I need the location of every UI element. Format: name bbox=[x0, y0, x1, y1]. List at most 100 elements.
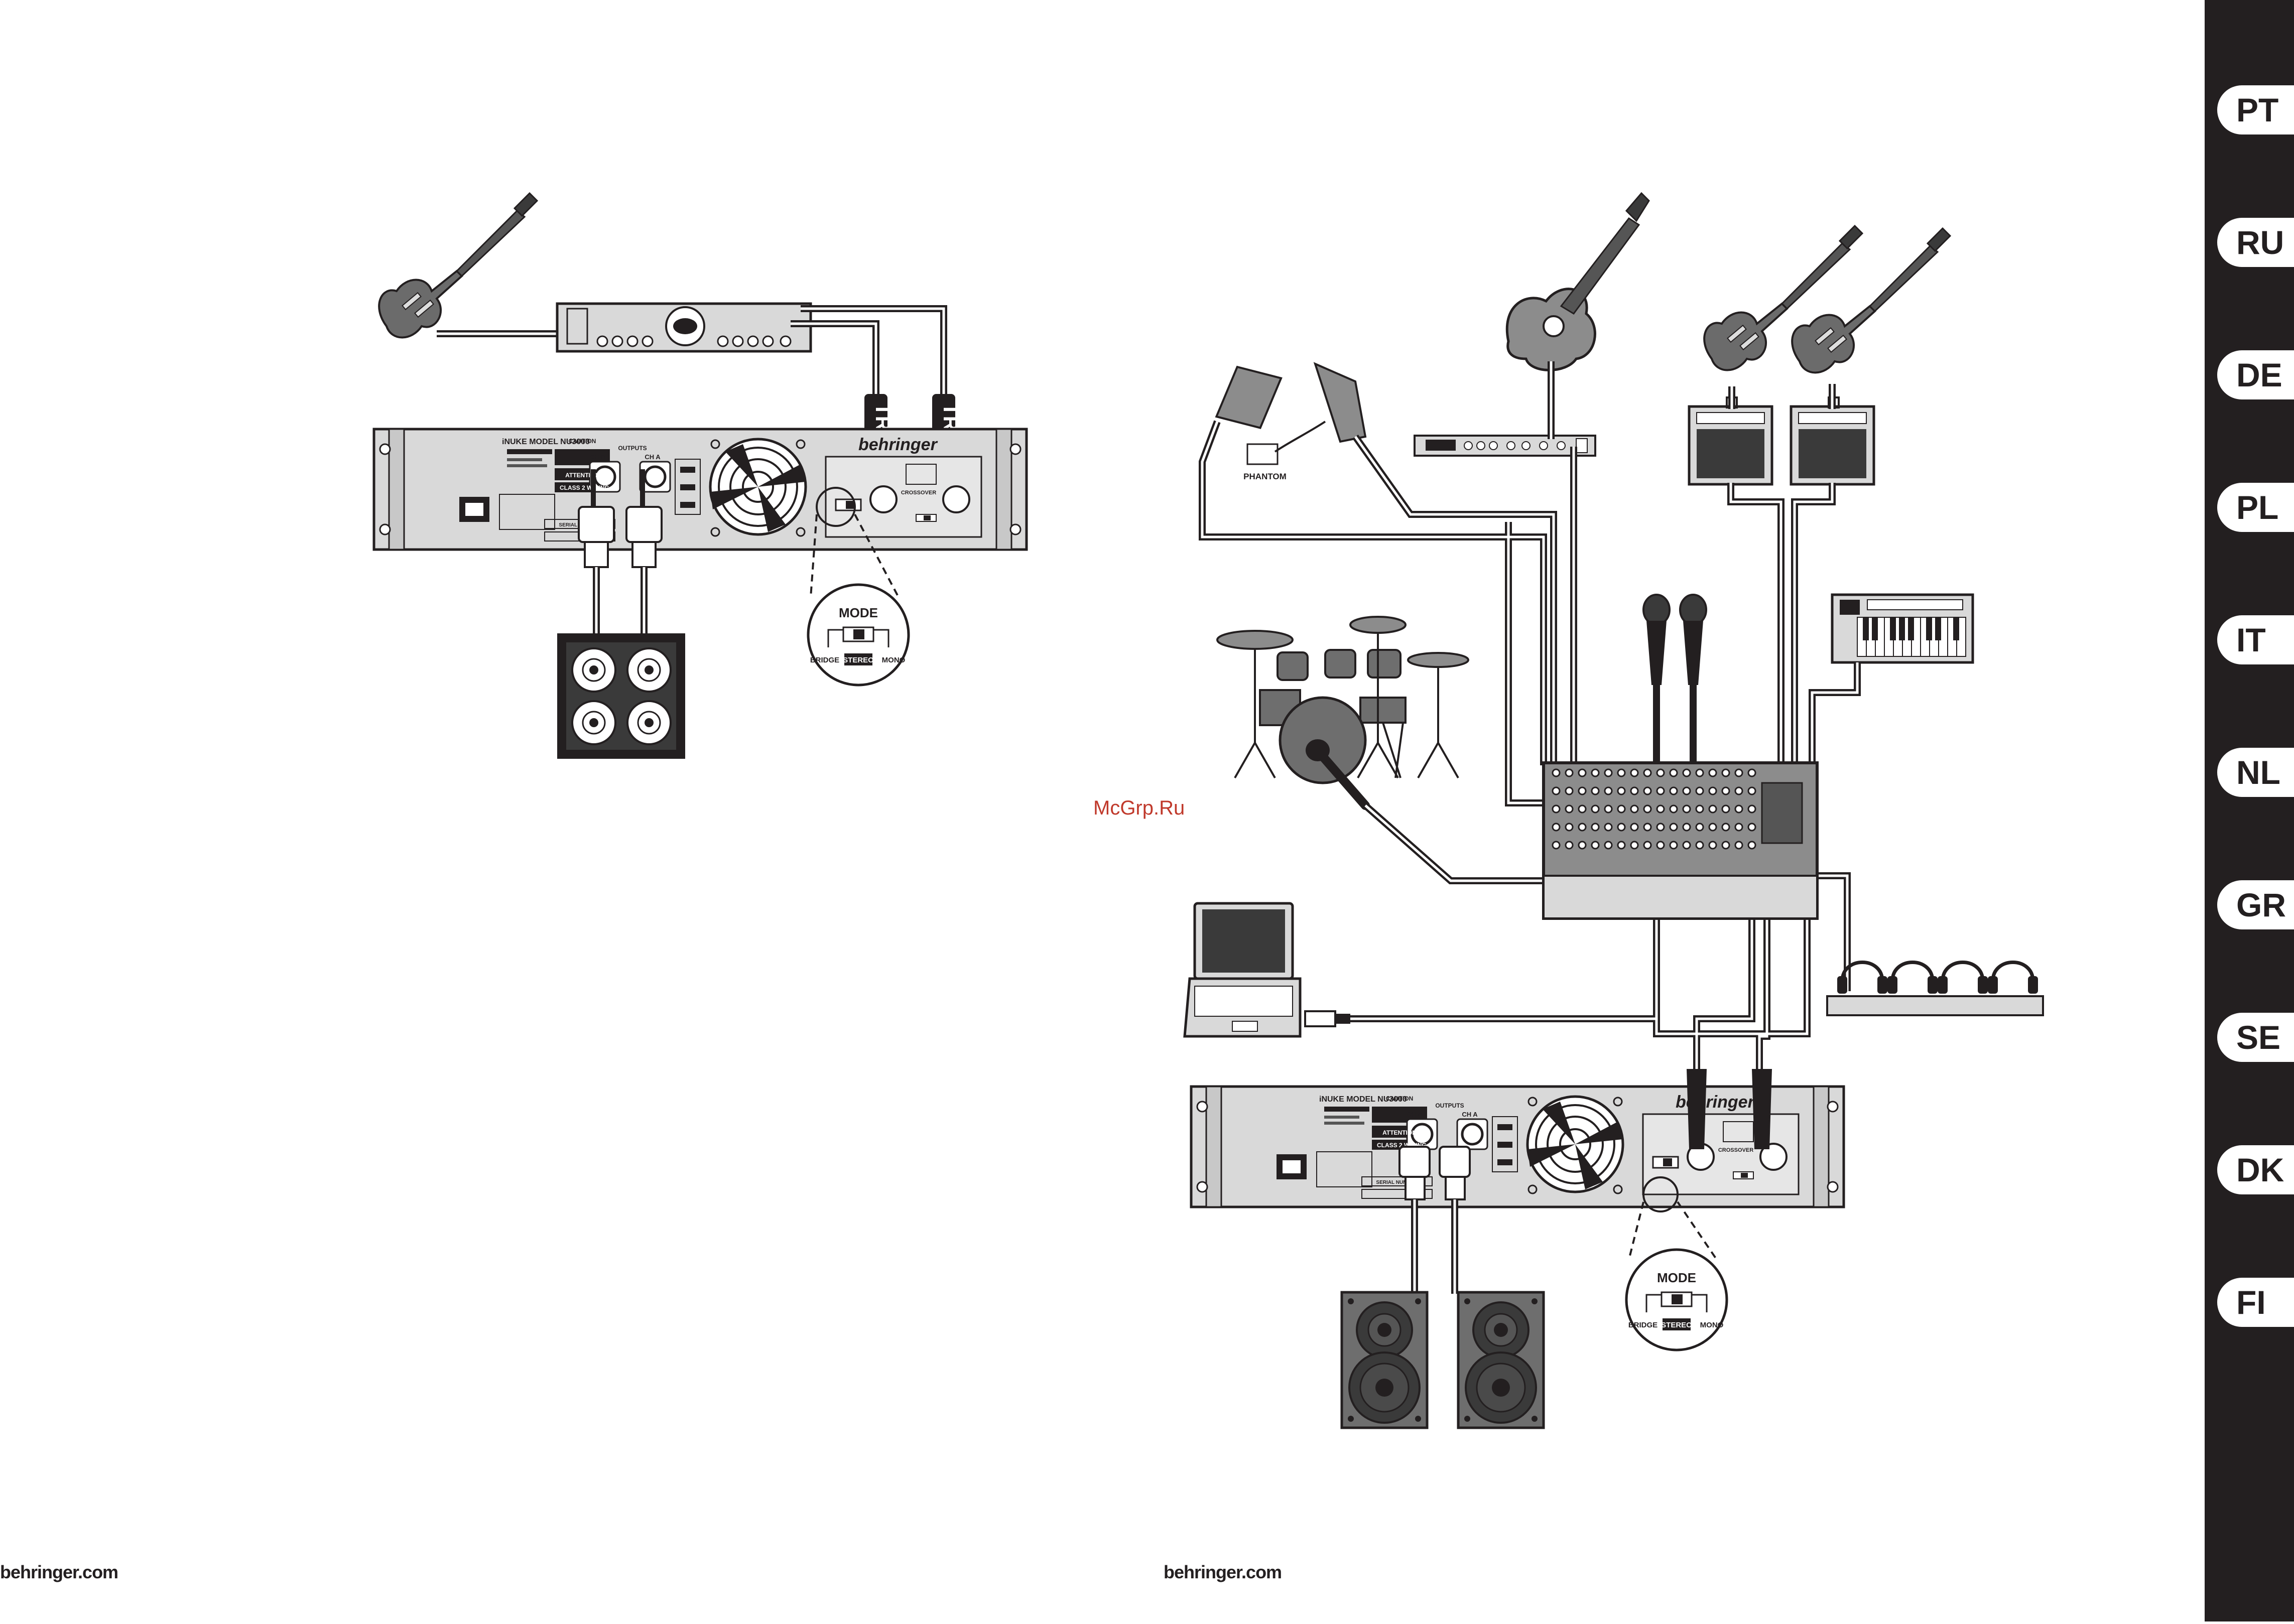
amp-model-label: iNUKE MODEL NU3000 bbox=[1319, 1095, 1407, 1104]
power-amplifier-rear-panel: iNUKE MODEL NU3000 behringer CH B CH A O… bbox=[374, 429, 1027, 550]
mixer-knob bbox=[1734, 823, 1743, 832]
lang-tab-fi[interactable]: FI bbox=[2217, 1278, 2294, 1327]
lang-tab-se[interactable]: SE bbox=[2217, 1013, 2294, 1062]
studio-monitor-left-icon bbox=[1342, 1292, 1427, 1428]
lang-tab-nl[interactable]: NL bbox=[2217, 748, 2294, 797]
effects-processor-icon bbox=[556, 302, 812, 353]
watermark-text: McGrp.Ru bbox=[1093, 797, 1185, 819]
phantom-power-icon: PHANTOM bbox=[1243, 421, 1326, 481]
mixer-knob bbox=[1578, 841, 1587, 850]
lang-tab-de[interactable]: DE bbox=[2217, 350, 2294, 399]
rack-processor-icon bbox=[1414, 435, 1596, 457]
amp-caution-label: CAUTION bbox=[1386, 1095, 1414, 1102]
lang-tab-pt[interactable]: PT bbox=[2217, 85, 2294, 134]
mixer-knob bbox=[1656, 768, 1665, 777]
electric-guitar-icon bbox=[378, 192, 538, 339]
mixer-knob bbox=[1695, 786, 1704, 795]
mixer-knob bbox=[1669, 786, 1678, 795]
mixer-knob bbox=[1721, 841, 1730, 850]
mixer-knob bbox=[1552, 786, 1561, 795]
lang-tab-it[interactable]: IT bbox=[2217, 615, 2294, 664]
mixer-knob bbox=[1591, 786, 1600, 795]
amp-outputs-label: OUTPUTS bbox=[618, 445, 647, 452]
right-setup: PHANTOM bbox=[1183, 192, 2044, 1428]
mixer-knob bbox=[1656, 786, 1665, 795]
guitar-combo-amp-icon bbox=[1688, 396, 1773, 486]
mixer-knob bbox=[1617, 786, 1626, 795]
guitar-cabinet-icon bbox=[557, 633, 685, 759]
mixer-knob bbox=[1604, 823, 1613, 832]
mixer-knob bbox=[1591, 804, 1600, 814]
mixer-knob bbox=[1630, 823, 1639, 832]
mixer-knob bbox=[1747, 823, 1756, 832]
vocal-mic-icon bbox=[1679, 594, 1707, 686]
mixer-knob bbox=[1669, 823, 1678, 832]
mixer-knob bbox=[1643, 804, 1652, 814]
amp-class2-label: CLASS 2 WIRING bbox=[560, 484, 609, 491]
drum-kit-icon bbox=[1216, 616, 1469, 784]
footer-url-left[interactable]: behringer.com bbox=[0, 1562, 118, 1582]
mixer-knob bbox=[1578, 786, 1587, 795]
amp-serial-label: SERIAL NUMBER bbox=[1376, 1180, 1418, 1185]
mixer-knob bbox=[1578, 804, 1587, 814]
lang-tab-dk[interactable]: DK bbox=[2217, 1145, 2294, 1194]
amp-ch-b-label: CH B bbox=[589, 453, 605, 461]
bass-guitar-icon bbox=[1791, 227, 1951, 374]
laptop-icon bbox=[1183, 902, 1350, 1038]
speaker-connectors bbox=[1398, 1146, 1471, 1294]
mixer-knob bbox=[1643, 841, 1652, 850]
speaker-connectors bbox=[578, 469, 663, 637]
lang-tab-pl[interactable]: PL bbox=[2217, 483, 2294, 532]
mixer-knob bbox=[1734, 804, 1743, 814]
mixer-knob bbox=[1552, 804, 1561, 814]
amp-ch-b-label: CH B bbox=[1407, 1111, 1423, 1118]
bass-combo-amp-icon bbox=[1790, 396, 1875, 486]
mixer-knob bbox=[1695, 823, 1704, 832]
mixer-knob bbox=[1734, 841, 1743, 850]
mixer-knob bbox=[1565, 768, 1574, 777]
mixer-knob bbox=[1630, 841, 1639, 850]
mixer-knob bbox=[1604, 768, 1613, 777]
midi-keyboard-icon bbox=[1831, 593, 1974, 664]
condenser-mic-icon bbox=[1215, 362, 1367, 443]
mode-title: MODE bbox=[1657, 1270, 1696, 1285]
mixer-knob bbox=[1630, 804, 1639, 814]
mixer-knob bbox=[1578, 768, 1587, 777]
mode-mono: MONO bbox=[1700, 1321, 1724, 1329]
mixer-knob bbox=[1734, 768, 1743, 777]
amp-caution-label: CAUTION bbox=[569, 438, 596, 445]
power-amplifier-rear-panel: iNUKE MODEL NU3000 behringer CH B CH A O… bbox=[1191, 1087, 1844, 1207]
mixer-knob bbox=[1617, 823, 1626, 832]
mixer-knob bbox=[1747, 786, 1756, 795]
mixer-knob bbox=[1669, 768, 1678, 777]
amp-crossover-label: CROSSOVER bbox=[1718, 1147, 1753, 1153]
mixer-knob bbox=[1695, 841, 1704, 850]
left-setup: TRS TRS iNUKE MODEL NU3000 behringer CH … bbox=[374, 192, 1027, 759]
mixer-knob bbox=[1708, 786, 1717, 795]
mixer-knob bbox=[1747, 804, 1756, 814]
mode-switch-callout: MODE BRIDGE STEREO MONO bbox=[807, 487, 910, 687]
phantom-label: PHANTOM bbox=[1243, 472, 1287, 481]
vocal-mic-icon bbox=[1642, 594, 1671, 686]
mode-bridge: BRIDGE bbox=[1628, 1321, 1658, 1329]
amp-attention-label: ATTENTION bbox=[565, 472, 599, 479]
footer-url-right[interactable]: behringer.com bbox=[1164, 1562, 1282, 1582]
mixer-knob bbox=[1617, 804, 1626, 814]
amp-ch-a-label: CH A bbox=[645, 453, 661, 461]
amp-outputs-label: OUTPUTS bbox=[1435, 1102, 1464, 1109]
kick-drum-mic-icon bbox=[1306, 739, 1370, 810]
mixer-knob bbox=[1656, 804, 1665, 814]
amp-attention-label: ATTENTION bbox=[1382, 1129, 1417, 1136]
mixer-knob bbox=[1682, 841, 1691, 850]
mode-title: MODE bbox=[839, 605, 878, 620]
mixer-knob bbox=[1630, 786, 1639, 795]
mixer-knob bbox=[1682, 786, 1691, 795]
amp-model-label: iNUKE MODEL NU3000 bbox=[502, 438, 590, 446]
mixer-knob bbox=[1708, 768, 1717, 777]
mixer-knob bbox=[1604, 804, 1613, 814]
mixer-knob bbox=[1604, 841, 1613, 850]
mixer-knob bbox=[1552, 841, 1561, 850]
lang-tab-ru[interactable]: RU bbox=[2217, 218, 2294, 267]
lang-tab-gr[interactable]: GR bbox=[2217, 880, 2294, 929]
mixer-knob bbox=[1721, 786, 1730, 795]
